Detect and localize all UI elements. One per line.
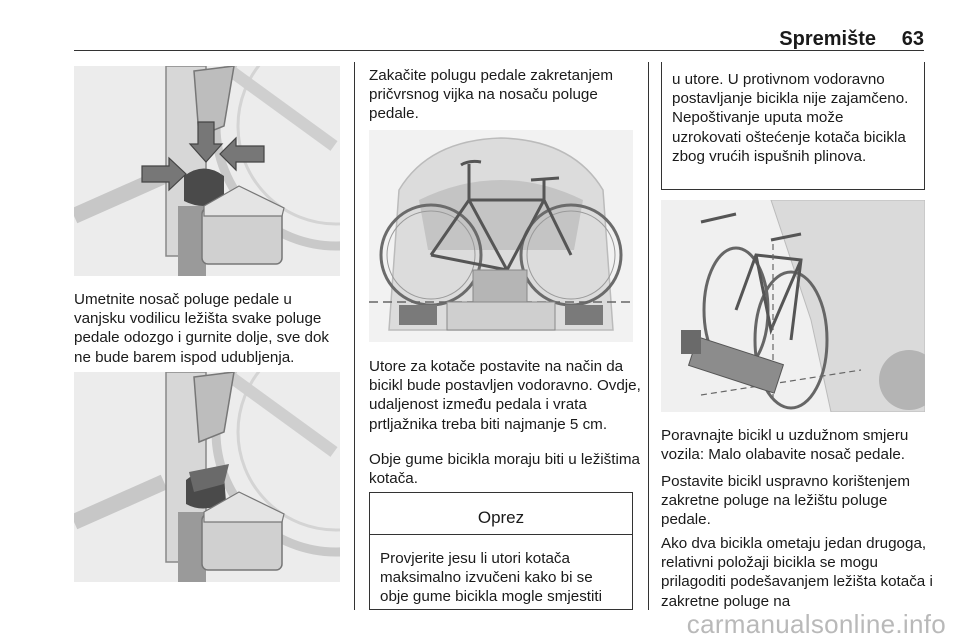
paragraph-attach-lever: Zakačite polugu pedale zakretanjem pričv…: [369, 67, 613, 123]
warning-box-continuation: u utore. U protivnom vodoravno postavlja…: [661, 62, 925, 190]
paragraph-two-bikes: Ako dva bicikla ometaju jedan drugoga, r…: [661, 535, 933, 610]
paragraph-wheel-slots: Utore za kotače postavite na način da bi…: [369, 358, 641, 433]
paragraph-upright-bike: Postavite bicikl uspravno korištenjem za…: [661, 473, 911, 529]
column-separator-2: [648, 62, 649, 610]
illustration-bike-on-carrier-side: [661, 200, 925, 412]
warning-box: Oprez Provjerite jesu li utori kotača ma…: [369, 492, 633, 610]
page-number: 63: [901, 28, 924, 50]
warning-text: Provjerite jesu li utori kotača maksimal…: [380, 550, 602, 606]
illustration-pedal-holder-insert: [74, 66, 340, 276]
illustration-bike-on-carrier-rear: [369, 130, 633, 342]
paragraph-insert-holder: Umetnite nosač poluge pedale u vanjsku v…: [74, 291, 329, 366]
illustration-pedal-holder-tighten: [74, 372, 340, 582]
paragraph-align-bike: Poravnajte bicikl u uzdužnom smjeru vozi…: [661, 427, 909, 464]
watermark: carmanualsonline.info: [686, 609, 946, 639]
paragraph-both-tyres: Obje gume bicikla moraju biti u ležištim…: [369, 451, 640, 488]
column-separator-1: [354, 62, 355, 610]
warning-title: Oprez: [370, 493, 632, 535]
header-rule: [74, 50, 924, 51]
page-header-title: Spremište: [779, 28, 876, 50]
